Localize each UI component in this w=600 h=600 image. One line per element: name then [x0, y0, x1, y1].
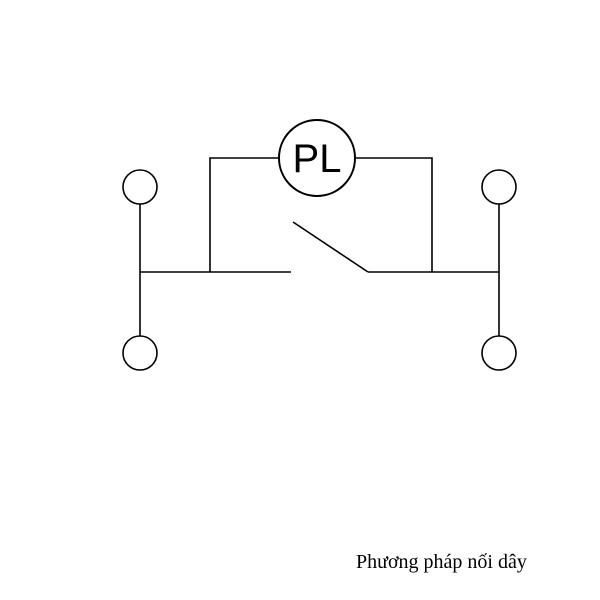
meter-label: PL — [293, 137, 342, 181]
left-top-terminal — [122, 169, 158, 205]
left-bottom-terminal — [122, 335, 158, 371]
caption: Phương pháp nối dây — [356, 551, 527, 573]
pl-meter: PL — [278, 119, 356, 197]
switch-blade — [292, 221, 369, 273]
right-top-terminal — [481, 169, 517, 205]
right-bottom-terminal — [481, 335, 517, 371]
left-bypass-wire — [209, 157, 279, 272]
right-bypass-wire — [355, 157, 433, 272]
meter-ring — [278, 119, 356, 197]
